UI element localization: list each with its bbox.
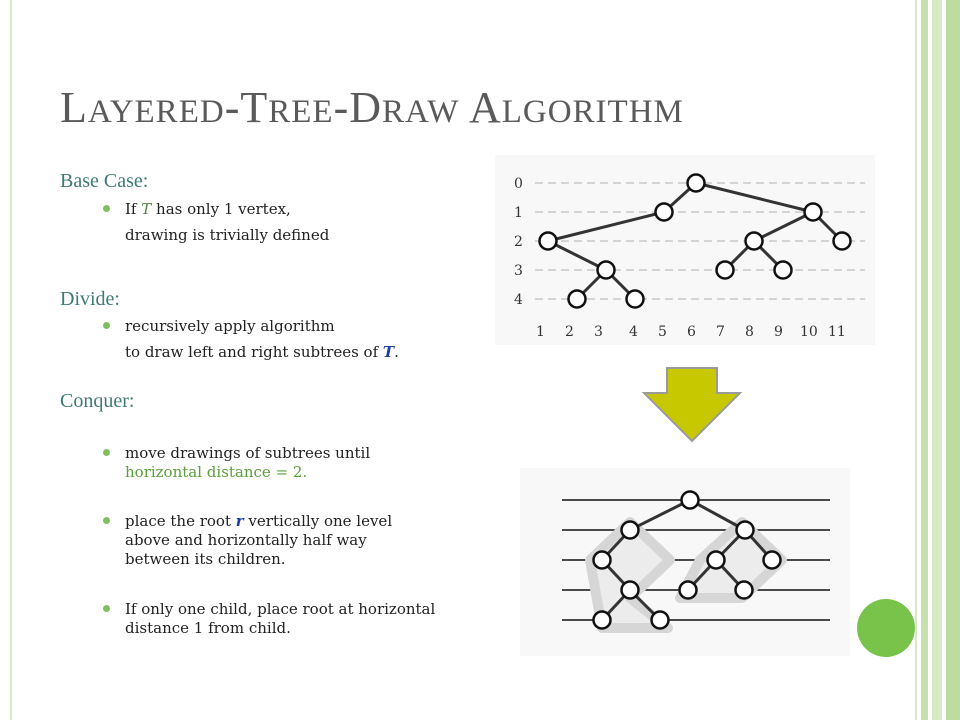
page-frame [10, 0, 917, 720]
diagram-background [495, 155, 875, 345]
level-label-1: 1 [514, 205, 523, 221]
column-label-7: 7 [716, 324, 725, 340]
tree-node [538, 231, 558, 251]
base-case-bullet: If T has only 1 vertex, [103, 200, 291, 218]
decor-stripe [932, 0, 942, 720]
tree-node [734, 580, 754, 600]
level-label-0: 0 [514, 176, 523, 192]
level-label-3: 3 [514, 263, 523, 279]
conquer-heading: Conquer: [60, 390, 135, 412]
tree-node [650, 610, 670, 630]
column-label-6: 6 [687, 324, 696, 340]
conquer-bullet-2: place the root r vertically one level ab… [102, 512, 393, 568]
tree-node [803, 202, 823, 222]
divide-heading: Divide: [60, 288, 120, 310]
subtree-outlines [585, 517, 787, 633]
column-label-8: 8 [745, 324, 754, 340]
layered-grid-diagram: 0 1 2 3 4 1 2 3 4 5 6 7 8 9 10 11 [495, 155, 875, 345]
column-label-2: 2 [565, 324, 574, 340]
tree-node [744, 231, 764, 251]
decorative-green-circle [857, 599, 915, 657]
tree-node [680, 490, 700, 510]
tree-node [678, 580, 698, 600]
tree-node [592, 550, 612, 570]
base-case-heading: Base Case: [60, 170, 149, 192]
column-label-5: 5 [658, 324, 667, 340]
combined-tree-diagram [520, 468, 850, 656]
tree-node [625, 289, 645, 309]
tree-node [686, 173, 706, 193]
tree-node [567, 289, 587, 309]
tree-node [654, 202, 674, 222]
level-label-2: 2 [514, 234, 523, 250]
tree-node [592, 610, 612, 630]
tree-node [773, 260, 793, 280]
column-label-11: 11 [828, 324, 846, 340]
column-label-10: 10 [800, 324, 818, 340]
conquer-bullet-1: move drawings of subtrees until horizont… [102, 444, 371, 481]
tree-node [620, 520, 640, 540]
divide-line2: to draw left and right subtrees of T. [125, 343, 399, 361]
tree-node [715, 260, 735, 280]
tree-nodes [538, 173, 852, 309]
column-label-4: 4 [629, 324, 638, 340]
level-label-4: 4 [514, 292, 523, 308]
base-case-line2: drawing is trivially defined [125, 226, 330, 244]
tree-node [735, 520, 755, 540]
tree-node [832, 231, 852, 251]
divide-bullet: recursively apply algorithm [103, 317, 335, 335]
column-label-1: 1 [536, 324, 545, 340]
decor-stripe [946, 0, 960, 720]
tree-nodes [592, 490, 782, 630]
tree-node [762, 550, 782, 570]
tree-node [620, 580, 640, 600]
page-title: LAYERED-TREE-DRAW ALGORITHM [60, 83, 684, 132]
conquer-bullet-3: If only one child, place root at horizon… [102, 600, 436, 637]
tree-node [596, 260, 616, 280]
column-label-9: 9 [774, 324, 783, 340]
down-arrow-icon [641, 367, 743, 443]
decor-stripe [921, 0, 928, 720]
tree-node [706, 550, 726, 570]
column-label-3: 3 [594, 324, 603, 340]
